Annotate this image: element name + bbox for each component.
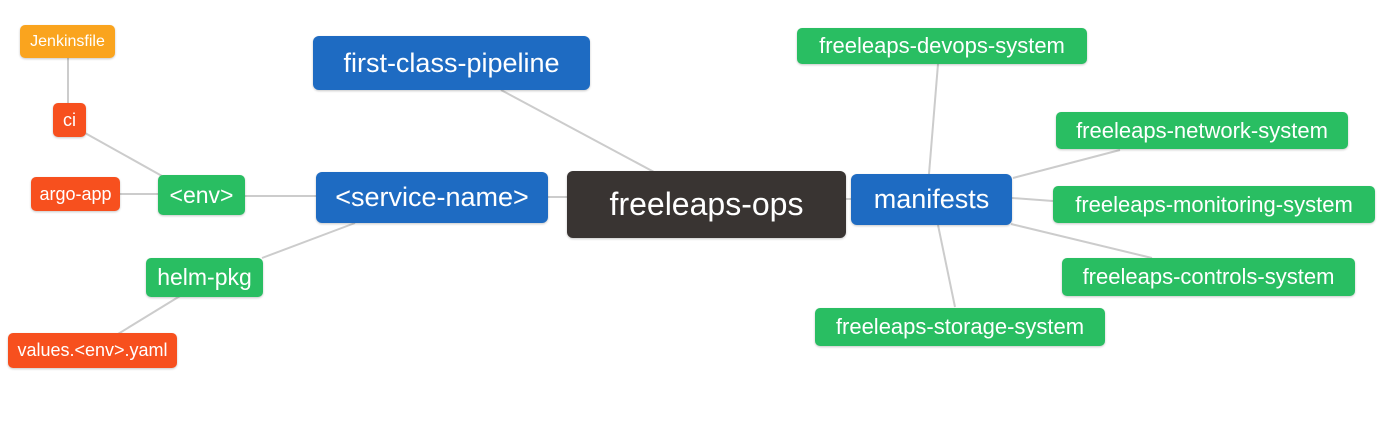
mindmap-node-helmpkg[interactable]: helm-pkg bbox=[146, 258, 263, 297]
mindmap-node-argoapp[interactable]: argo-app bbox=[31, 177, 120, 211]
mindmap-node-root[interactable]: freeleaps-ops bbox=[567, 171, 846, 238]
mindmap-node-env[interactable]: <env> bbox=[158, 175, 245, 215]
edge-manifests-controls bbox=[1010, 223, 1153, 259]
mindmap-node-jenkinsfile[interactable]: Jenkinsfile bbox=[20, 25, 115, 58]
edge-manifests-devops bbox=[928, 63, 939, 175]
edge-ci-env bbox=[84, 132, 163, 177]
edge-manifests-storage bbox=[937, 224, 956, 308]
edge-service-helmpkg bbox=[261, 222, 356, 259]
edge-manifests-monitoring bbox=[1011, 197, 1054, 202]
mindmap-node-controls[interactable]: freeleaps-controls-system bbox=[1062, 258, 1355, 296]
mindmap-node-monitoring[interactable]: freeleaps-monitoring-system bbox=[1053, 186, 1375, 223]
edge-pipeline-root bbox=[500, 89, 655, 173]
mindmap-node-manifests[interactable]: manifests bbox=[851, 174, 1012, 225]
mindmap-node-values[interactable]: values.<env>.yaml bbox=[8, 333, 177, 368]
mindmap-node-storage[interactable]: freeleaps-storage-system bbox=[815, 308, 1105, 346]
mindmap-node-pipeline[interactable]: first-class-pipeline bbox=[313, 36, 590, 90]
mindmap-node-service[interactable]: <service-name> bbox=[316, 172, 548, 223]
edge-helmpkg-values bbox=[117, 295, 181, 335]
mindmap-node-network[interactable]: freeleaps-network-system bbox=[1056, 112, 1348, 149]
mindmap-node-ci[interactable]: ci bbox=[53, 103, 86, 137]
edge-manifests-network bbox=[1012, 149, 1121, 179]
mindmap-node-devops[interactable]: freeleaps-devops-system bbox=[797, 28, 1087, 64]
